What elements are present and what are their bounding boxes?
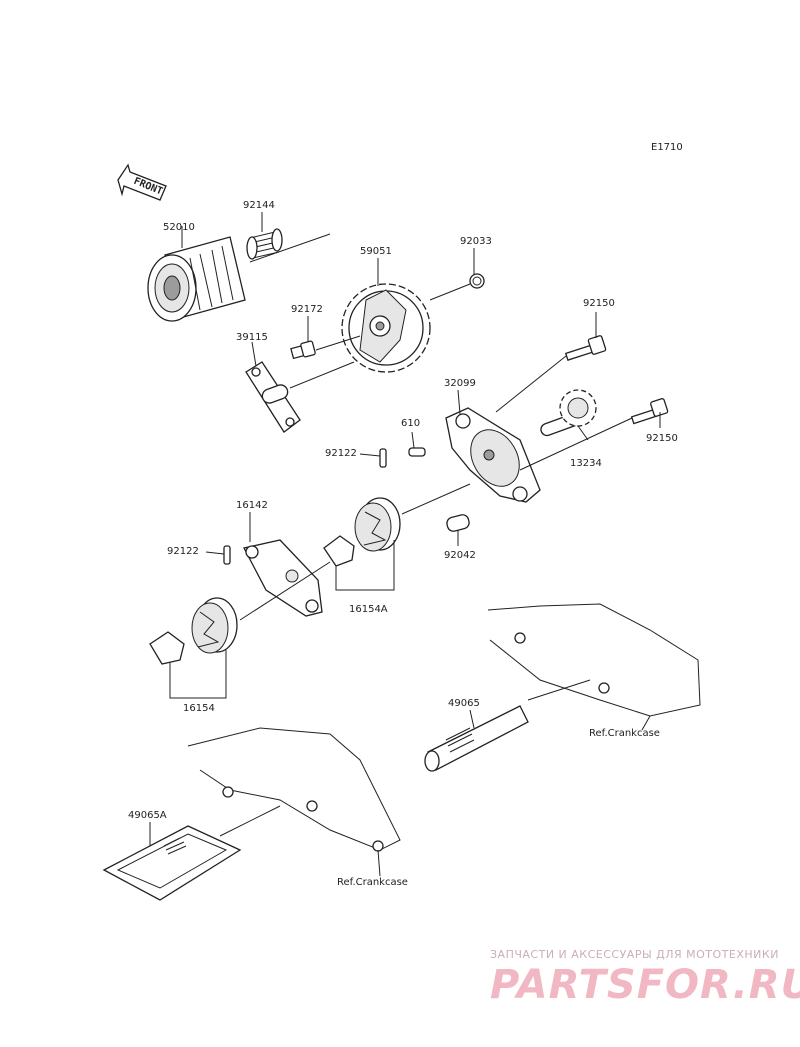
label-92150-top: 92150 xyxy=(583,298,615,309)
crankcase-ref-right xyxy=(487,603,701,717)
label-16142: 16142 xyxy=(236,500,268,511)
pump-body-32099 xyxy=(445,407,541,503)
label-ref-crankcase-right: Ref.Crankcase xyxy=(589,728,660,739)
label-92122-lower: 92122 xyxy=(167,546,199,557)
leader-lines xyxy=(149,212,661,877)
label-52010: 52010 xyxy=(163,222,195,233)
bolt-92150-top xyxy=(564,335,607,361)
label-92042: 92042 xyxy=(444,550,476,561)
label-13234: 13234 xyxy=(570,458,602,469)
outer-rotor-lower xyxy=(191,597,238,654)
pin-92122-lower xyxy=(223,545,231,565)
oil-filter-52010 xyxy=(147,236,246,322)
screen-49065A xyxy=(102,825,242,901)
inner-rotor-16154 xyxy=(149,631,185,665)
label-92150-right: 92150 xyxy=(646,433,678,444)
spring-92144 xyxy=(246,228,283,260)
diagram-code: E1710 xyxy=(651,142,683,153)
gear-59051 xyxy=(341,283,431,373)
label-16154: 16154 xyxy=(183,703,215,714)
crankcase-ref-bottom xyxy=(187,727,401,852)
label-610: 610 xyxy=(401,418,421,429)
label-49065A: 49065A xyxy=(128,810,167,821)
collar-92042 xyxy=(446,514,470,532)
label-16154A: 16154A xyxy=(349,604,388,615)
label-92122-upper: 92122 xyxy=(325,448,357,459)
outer-rotor-upper xyxy=(354,497,401,552)
label-59051: 59051 xyxy=(360,246,392,257)
label-49065: 49065 xyxy=(448,698,480,709)
label-92144: 92144 xyxy=(243,200,275,211)
pin-92122-upper xyxy=(379,448,387,468)
strainer-49065 xyxy=(424,705,529,772)
label-39115: 39115 xyxy=(236,332,268,343)
screw-92172 xyxy=(290,340,316,360)
label-ref-crankcase-bottom: Ref.Crankcase xyxy=(337,877,408,888)
cover-plate-16142 xyxy=(243,539,323,617)
watermark-logo: PARTSFOR.RU xyxy=(490,962,800,1008)
circlip-92033 xyxy=(469,273,485,289)
bolt-92150-right xyxy=(630,398,669,425)
pin-610 xyxy=(408,447,426,457)
watermark-tagline: ЗАПЧАСТИ И АКСЕССУАРЫ ДЛЯ МОТОТЕХНИКИ xyxy=(490,948,779,961)
label-92033: 92033 xyxy=(460,236,492,247)
label-92172: 92172 xyxy=(291,304,323,315)
shaft-39115 xyxy=(245,361,301,433)
front-arrow-icon: FRONT xyxy=(117,163,167,201)
inner-rotor-16154A xyxy=(323,535,355,567)
label-32099: 32099 xyxy=(444,378,476,389)
gear-shaft-13234 xyxy=(540,389,597,437)
